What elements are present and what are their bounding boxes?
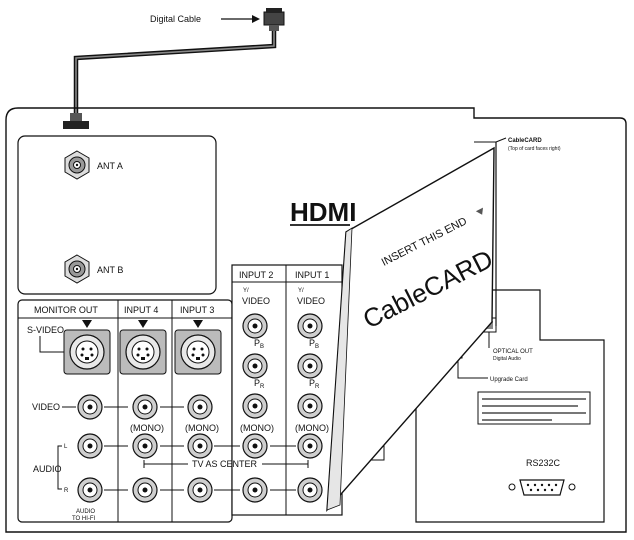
cablecard[interactable]: INSERT THIS END CableCARD <box>326 146 498 513</box>
input3-arrow <box>193 320 203 328</box>
upgrade-card-label: Upgrade Card <box>490 377 528 383</box>
rca-jack-input3-video[interactable] <box>187 394 213 420</box>
header-monitor-out: MONITOR OUT <box>34 305 98 315</box>
monitor-out-arrow <box>82 320 92 328</box>
audio-hifi-label-1: AUDIO <box>76 509 95 515</box>
audio-right-label: R <box>64 488 69 494</box>
rca-jack-input2-video[interactable] <box>242 313 268 339</box>
input1-y-label: Y/ <box>298 288 304 294</box>
cable-connector-top <box>263 8 285 31</box>
rca-jack-input2-audio-l[interactable] <box>242 433 268 459</box>
rca-jack-monitor-audio-r[interactable] <box>77 477 103 503</box>
rs232c-label: RS232C <box>526 458 561 468</box>
rca-jack-input1-pb[interactable] <box>297 353 323 379</box>
rca-jack-input4-audio-r[interactable] <box>132 477 158 503</box>
input2-y-label: Y/ <box>243 288 249 294</box>
digital-cable-label: Digital Cable <box>150 14 201 24</box>
cable-connector-bottom <box>63 113 89 129</box>
hdmi-logo-text: HDMI <box>290 197 356 227</box>
rca-jack-input1-video[interactable] <box>297 313 323 339</box>
svideo-label: S-VIDEO <box>27 325 64 335</box>
tv-as-center-label: TV AS CENTER <box>192 459 258 469</box>
ant-b-label: ANT B <box>97 265 123 275</box>
input4-mono-label: (MONO) <box>130 423 164 433</box>
audio-left-label: L <box>64 444 68 450</box>
header-input2: INPUT 2 <box>239 270 273 280</box>
rca-jack-input4-video[interactable] <box>132 394 158 420</box>
video-row-label: VIDEO <box>32 402 60 412</box>
input3-mono-label: (MONO) <box>185 423 219 433</box>
ant-b-jack[interactable] <box>64 254 90 284</box>
optical-out-sublabel: Digital Audio <box>493 356 521 362</box>
rca-jack-input4-audio-l[interactable] <box>132 433 158 459</box>
notice-label <box>477 391 591 425</box>
header-input3: INPUT 3 <box>180 305 214 315</box>
antenna-panel: ANT A ANT B <box>17 135 217 295</box>
rca-jack-input1-audio-l[interactable] <box>297 433 323 459</box>
ant-a-jack[interactable] <box>64 150 90 180</box>
rca-jack-input3-audio-r[interactable] <box>187 477 213 503</box>
optical-out-label: OPTICAL OUT <box>493 349 533 355</box>
cablecard-callout-sub: (Top of card faces right) <box>508 146 561 152</box>
insert-arrow-icon <box>475 207 483 215</box>
input1-pb-label: PB <box>309 338 319 350</box>
header-input4: INPUT 4 <box>124 305 158 315</box>
ant-a-label: ANT A <box>97 161 123 171</box>
digital-cable: Digital Cable <box>63 8 285 129</box>
header-input1: INPUT 1 <box>295 270 329 280</box>
rca-jack-input1-pr[interactable] <box>297 393 323 419</box>
svideo-jack-input4[interactable] <box>119 329 167 375</box>
cablecard-slot: CableCARD (Top of card faces right) <box>474 137 561 326</box>
svideo-jack-input3[interactable] <box>174 329 222 375</box>
av-terminal-block: MONITOR OUT INPUT 4 INPUT 3 INPUT 2 INPU… <box>17 264 343 523</box>
tv-back-panel <box>5 107 627 533</box>
input2-pr-label: PR <box>254 378 265 390</box>
audio-label: AUDIO <box>33 464 62 474</box>
input1-video-label: VIDEO <box>297 296 325 306</box>
audio-hifi-label-2: TO HI-FI <box>72 516 96 522</box>
input1-mono-label: (MONO) <box>295 423 329 433</box>
jacks <box>63 313 323 503</box>
input1-pr-label: PR <box>309 378 320 390</box>
rca-jack-input2-pr[interactable] <box>242 393 268 419</box>
rca-jack-monitor-audio-l[interactable] <box>77 433 103 459</box>
input2-mono-label: (MONO) <box>240 423 274 433</box>
rca-jack-input2-audio-r[interactable] <box>242 477 268 503</box>
svideo-jack-monitor[interactable] <box>63 329 111 375</box>
rs232c-port[interactable] <box>508 479 576 496</box>
rca-jack-monitor-video[interactable] <box>77 394 103 420</box>
rca-jack-input1-audio-r[interactable] <box>297 477 323 503</box>
input2-pb-label: PB <box>254 338 264 350</box>
cablecard-callout-title: CableCARD <box>508 138 542 144</box>
input4-arrow <box>138 320 148 328</box>
rca-jack-input3-audio-l[interactable] <box>187 433 213 459</box>
rca-jack-input2-pb[interactable] <box>242 353 268 379</box>
input2-video-label: VIDEO <box>242 296 270 306</box>
